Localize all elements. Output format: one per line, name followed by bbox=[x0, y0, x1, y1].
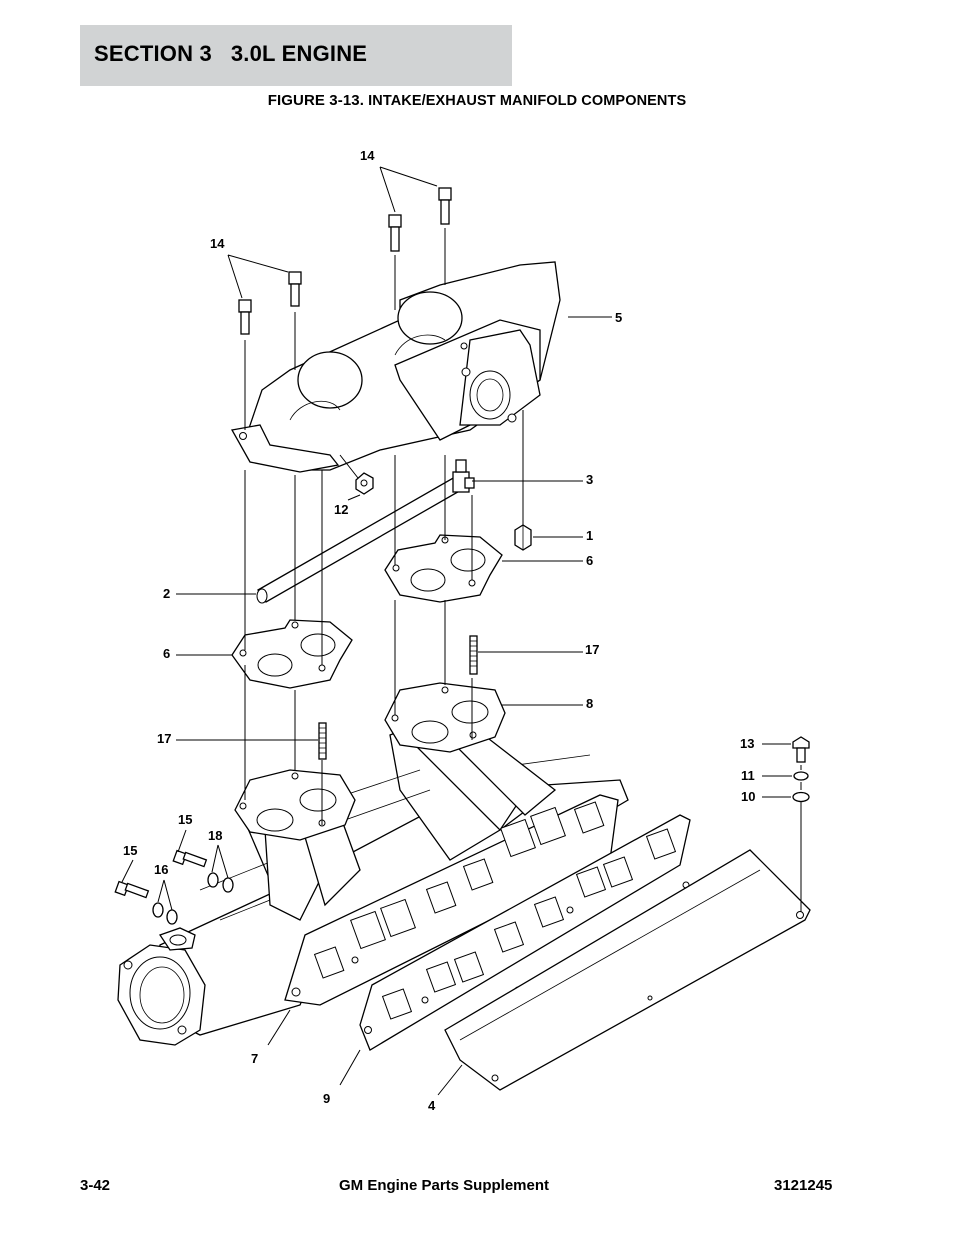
leader-lines bbox=[121, 166, 792, 1096]
callout-17: 17 bbox=[585, 642, 599, 657]
figure-caption: INTAKE/EXHAUST MANIFOLD COMPONENTS bbox=[368, 93, 687, 109]
callout-2: 2 bbox=[163, 586, 170, 601]
exhaust-ports bbox=[313, 801, 605, 979]
callout-1: 1 bbox=[586, 528, 593, 543]
washer-10 bbox=[792, 791, 810, 803]
bolt-14-b bbox=[288, 271, 302, 307]
callout-3: 3 bbox=[586, 472, 593, 487]
stud-right bbox=[469, 635, 478, 675]
callout-10: 10 bbox=[741, 789, 755, 804]
callout-6: 6 bbox=[586, 553, 593, 568]
document-number: 3121245 bbox=[774, 1177, 833, 1194]
callout-12: 12 bbox=[334, 502, 348, 517]
callout-13: 13 bbox=[740, 736, 754, 751]
callout-9: 9 bbox=[323, 1091, 330, 1106]
intake-gasket-right bbox=[384, 534, 503, 603]
heat-shield bbox=[444, 849, 811, 1091]
callout-15: 15 bbox=[123, 843, 137, 858]
bolt-15-b bbox=[114, 880, 150, 899]
callout-8: 8 bbox=[586, 696, 593, 711]
lower-flange-left bbox=[234, 769, 356, 841]
page-number: 3-42 bbox=[80, 1177, 111, 1194]
callout-5: 5 bbox=[615, 310, 622, 325]
port-flange bbox=[117, 927, 206, 1046]
callout-17: 17 bbox=[157, 731, 171, 746]
upper-manifold bbox=[230, 261, 561, 473]
callout-6: 6 bbox=[163, 646, 170, 661]
bolt-14-c bbox=[388, 214, 402, 252]
washer-18-a bbox=[207, 872, 219, 888]
tube bbox=[256, 476, 464, 604]
lower-flange-right bbox=[384, 682, 506, 753]
washer-11 bbox=[793, 771, 809, 781]
bolt-13 bbox=[792, 736, 810, 763]
washer-18-b bbox=[222, 877, 234, 893]
callout-labels: 14 14 5 3 12 1 6 2 17 6 8 17 13 11 10 15… bbox=[123, 148, 755, 1113]
callout-18: 18 bbox=[208, 828, 222, 843]
section-title: SECTION 3 3.0L ENGINE bbox=[94, 41, 368, 66]
stud-left bbox=[318, 722, 327, 760]
exhaust-gasket bbox=[359, 814, 691, 1051]
washer-16-b bbox=[166, 909, 178, 925]
callout-14: 14 bbox=[360, 148, 375, 163]
exhaust-flange bbox=[284, 794, 619, 1006]
nut-12 bbox=[355, 472, 374, 495]
footer-title: GM Engine Parts Supplement bbox=[338, 1177, 550, 1194]
intake-gasket-left bbox=[231, 619, 353, 689]
callout-15: 15 bbox=[178, 812, 192, 827]
callout-14: 14 bbox=[210, 236, 225, 251]
figure-number: FIGURE 3-13. bbox=[267, 92, 364, 109]
bolt-14-a bbox=[238, 299, 252, 335]
nut bbox=[514, 524, 532, 551]
callout-11: 11 bbox=[741, 768, 755, 783]
callout-4: 4 bbox=[428, 1098, 436, 1113]
washer-16-a bbox=[152, 902, 164, 918]
callout-7: 7 bbox=[251, 1051, 258, 1066]
figure-title: FIGURE 3-13. INTAKE/EXHAUST MANIFOLD COM… bbox=[0, 92, 954, 109]
section-header: SECTION 3 3.0L ENGINE bbox=[80, 25, 512, 86]
tee-fitting bbox=[452, 459, 475, 493]
bolt-14-d bbox=[438, 187, 452, 225]
alignment-lines bbox=[244, 228, 802, 912]
bolt-15-a bbox=[172, 849, 208, 868]
callout-16: 16 bbox=[154, 862, 168, 877]
